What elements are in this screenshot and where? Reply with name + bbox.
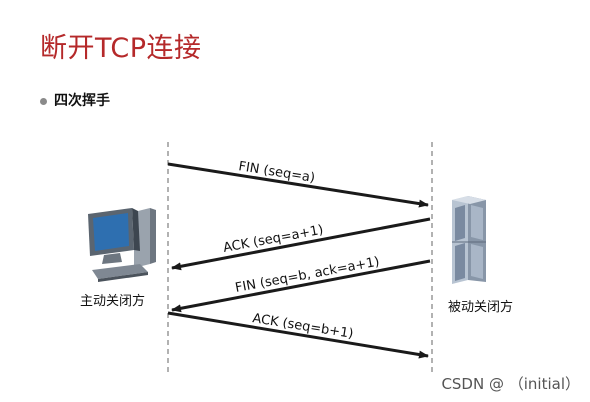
message-arrow-4 bbox=[167, 311, 429, 359]
message-arrow-1 bbox=[167, 162, 429, 208]
bullet-icon bbox=[40, 98, 47, 105]
message-arrow-2 bbox=[171, 217, 431, 271]
watermark: CSDN @ （initial） bbox=[441, 375, 580, 393]
server-icon bbox=[452, 196, 486, 284]
section-subtitle: 四次挥手 bbox=[54, 93, 110, 109]
desktop-computer-icon bbox=[88, 208, 156, 282]
passive-closer-label: 被动关闭方 bbox=[448, 300, 514, 315]
message-label-4: ACK (seq=b+1) bbox=[251, 311, 354, 342]
message-arrow-3 bbox=[171, 259, 431, 313]
message-label-2: ACK (seq=a+1) bbox=[222, 223, 325, 256]
active-closer-label: 主动关闭方 bbox=[80, 294, 146, 309]
page-title: 断开TCP连接 bbox=[40, 33, 202, 64]
